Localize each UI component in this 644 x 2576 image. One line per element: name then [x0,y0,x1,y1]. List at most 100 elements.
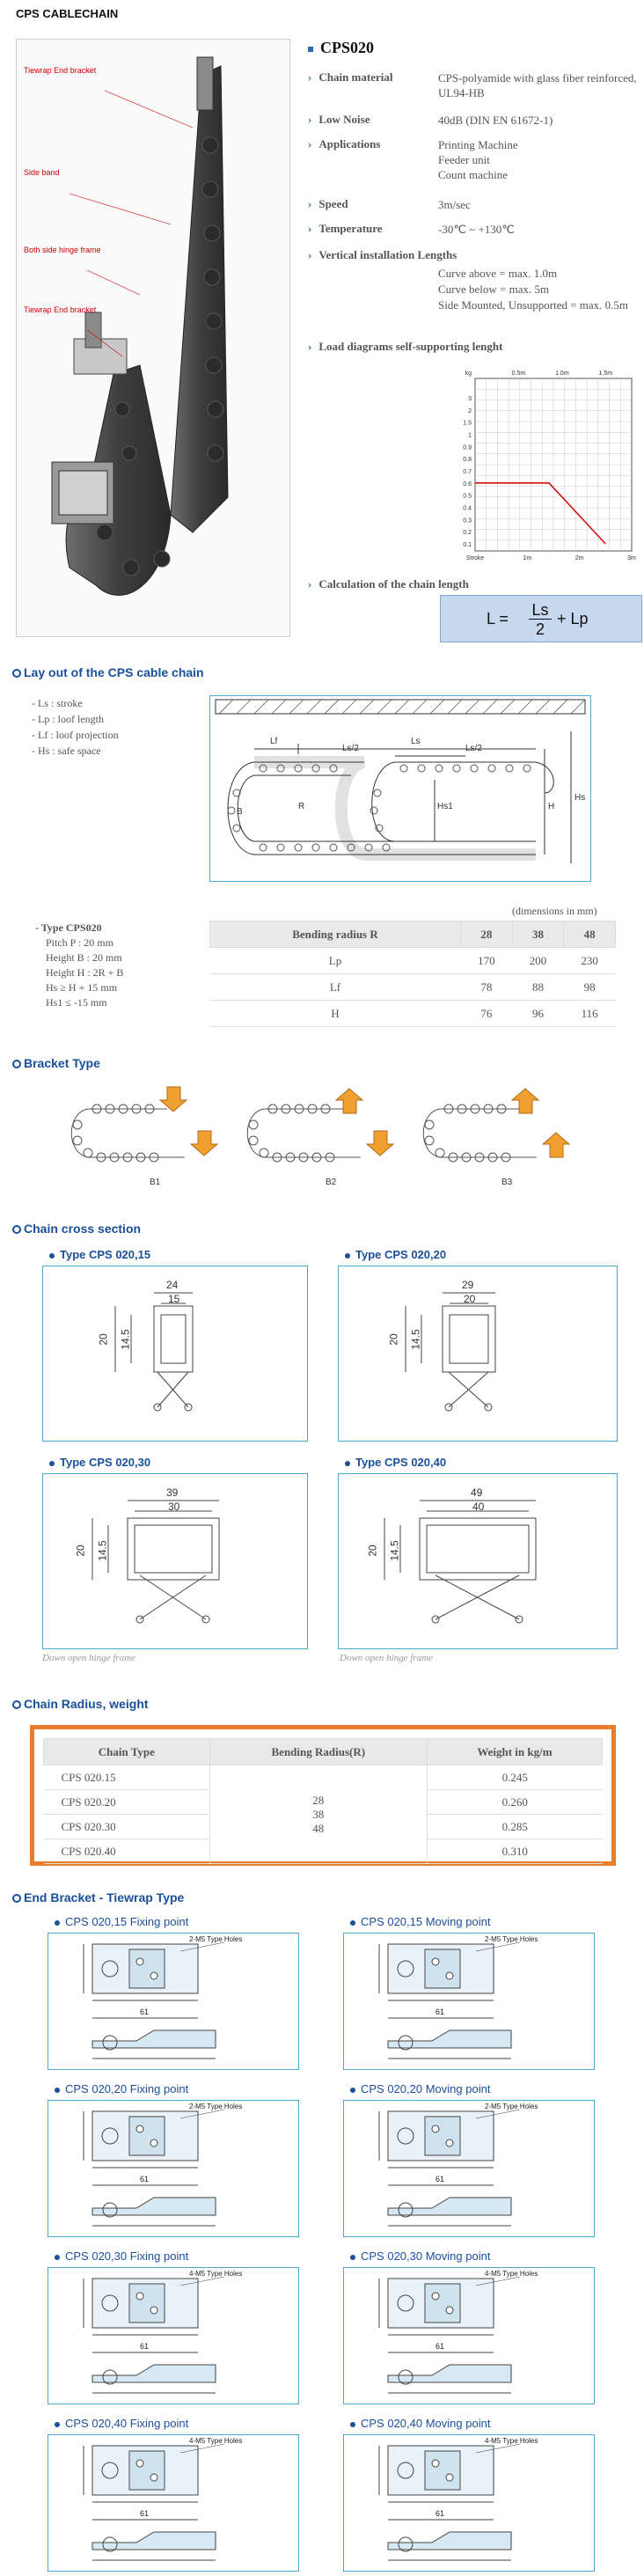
spec-low-noise: Low Noise 40dB (DIN EN 61672-1) [308,113,642,130]
chart-y-tick-label: 0.1 [463,542,472,548]
end-bracket-drawing: 4-M5 Type Holes 61 [343,2267,595,2404]
vertical-line: Curve below = max. 5m [438,283,550,296]
dim-height-inner: 14.5 [119,1329,132,1350]
cross-section-drawing [384,1500,537,1624]
cross-section-type-40-title: Type CPS 020,40 [345,1456,446,1469]
chart-y-tick-label: 3 [468,396,472,402]
dim-inner: 20 [464,1293,476,1305]
cross-section-box-40: 49 40 20 14.5 [338,1473,618,1649]
dim-inner: 40 [472,1501,485,1513]
table-cell: 0.260 [427,1789,603,1815]
formula-denominator: 2 [535,620,545,638]
weight-table: Chain Type Bending Radius(R) Weight in k… [43,1738,604,1864]
type-spec-list: - Type CPS020 Pitch P : 20 mm Height B :… [35,921,123,1010]
layout-diagram-svg [215,699,586,863]
panel-title-text: CPS 020,30 Moving point [361,2249,491,2263]
section-title-text: Lay out of the CPS cable chain [24,665,204,679]
chart-x-tick-top: 1.5m [599,371,613,377]
weight-header-row: Chain Type Bending Radius(R) Weight in k… [43,1738,604,1765]
chart-y-tick-label: 2 [468,408,472,415]
bullet-item: - Ls : stroke [32,697,83,709]
end-bracket-svg [378,2109,521,2227]
table-row: CPS 020.20 0.260 [43,1789,603,1815]
vertical-lengths: Curve above = max. 1.0m Curve below = ma… [438,266,640,313]
layout-diagram: Lf Ls/2 Ls Ls/2 Hs1 H Hs R B [209,695,591,882]
table-cell: CPS 020.40 [43,1838,210,1864]
weight-section-title: Chain Radius, weight [12,1697,149,1711]
chart-y-tick-label: 0.5 [463,494,472,500]
panel-title-text: CPS 020,30 Fixing point [65,2249,189,2263]
spec-value: 3m/sec [438,198,471,211]
chart-y-tick-label: 0.4 [463,506,472,512]
chart-x-tick-bottom: Stroke [466,555,484,561]
dim-61-label: 61 [435,2342,445,2351]
end-bracket-svg [83,2109,225,2227]
diagram-label-hs: Hs [574,793,586,803]
hole-label: 2-M5 Type Holes [485,1935,538,1943]
dim-inner: 30 [168,1501,180,1513]
hole-label: 4-M5 Type Holes [485,2270,538,2278]
spec-load-diagram: Load diagrams self-supporting lenght [308,340,642,357]
table-row: CPS 020.15 28 38 48 0.245 [43,1765,603,1864]
chart-y-tick-label: 1.5 [463,421,472,427]
bullet-item: - Lp : loof length [32,713,104,725]
photo-label-end-bracket: Tiewrap End bracket [24,66,97,75]
sub-title-text: Type CPS 020,30 [60,1456,151,1469]
table-cell: CPS 020.15 [43,1765,210,1790]
bracket-label-b2: B2 [326,1178,337,1187]
table-cell: 170 [460,947,513,974]
hole-label: 4-M5 Type Holes [189,2270,243,2278]
table-cell: 116 [563,1000,616,1027]
dim-height-inner: 14.5 [409,1329,422,1350]
end-bracket-panel-title: CPS 020,40 Fixing point [55,2417,188,2430]
dim-height: 20 [97,1333,110,1346]
type-spec-line: Height H : 2R + B [46,966,124,979]
page-heading: CPS CABLECHAIN [16,7,119,20]
hole-label: 4-M5 Type Holes [189,2437,243,2445]
table-cell: 98 [563,973,616,1001]
table-cell: Lf [209,973,461,1001]
bracket-type-diagram [70,1086,571,1163]
table-row: CPS 020.30 0.285 [43,1814,603,1839]
panel-title-text: CPS 020,40 Moving point [361,2417,491,2430]
dims-header-cell: 38 [511,921,565,948]
table-cell: 0.285 [427,1814,603,1839]
hole-label: 2-M5 Type Holes [189,2103,243,2110]
table-cell: 96 [512,1000,564,1027]
table-cell: 0.310 [427,1838,603,1864]
dim-height: 20 [366,1545,379,1557]
dim-outer: 39 [166,1486,179,1499]
table-cell: H [209,1000,461,1027]
dim-outer: 24 [166,1279,179,1291]
end-bracket-panel-title: CPS 020,20 Fixing point [55,2082,188,2095]
diagram-label-r: R [298,802,305,811]
formula-rhs: + Lp [557,610,589,627]
end-bracket-svg [83,2276,225,2394]
photo-label-hinge-frame: Both side hinge frame [24,246,101,254]
product-title: CPS020 [308,39,374,57]
layout-bullets: - Ls : stroke - Lp : loof length - Lf : … [32,695,119,759]
vertical-line: Side Mounted, Unsupported = max. 0.5m [438,298,629,312]
cable-chain-illustration [51,56,229,596]
sub-title-text: Type CPS 020,40 [355,1456,447,1469]
spec-speed: Speed 3m/sec [308,197,642,215]
dim-inner: 15 [168,1293,180,1305]
dim-outer: 29 [462,1279,474,1291]
dims-header-row: Bending radius R 28 38 48 [209,921,616,948]
spec-applications: Applications Printing Machine Feeder uni… [308,137,642,190]
table-cell: CPS 020.30 [43,1814,210,1839]
spec-label: Load diagrams self-supporting lenght [308,340,502,354]
table-cell: 200 [512,947,564,974]
cross-section-drawing [405,1292,496,1412]
dim-61-label: 61 [435,2509,445,2518]
layout-section-title: Lay out of the CPS cable chain [12,665,204,679]
diagram-label-lf: Lf [270,737,278,746]
section-title-text: Chain cross section [24,1222,142,1236]
diagram-label-hs1: Hs1 [437,802,453,811]
